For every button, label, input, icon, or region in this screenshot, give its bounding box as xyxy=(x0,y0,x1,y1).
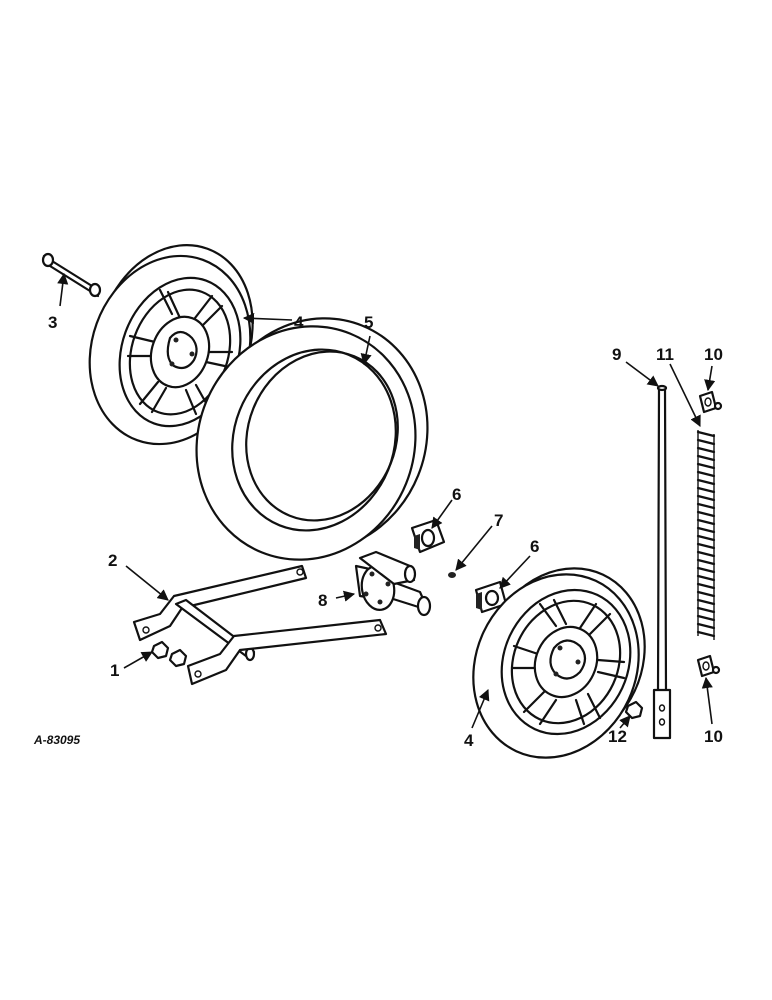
collar-lower-part xyxy=(696,654,721,678)
wheel-frame-part xyxy=(132,564,388,686)
callout-4-lower: 4 xyxy=(464,731,474,750)
nut-12-part xyxy=(624,700,644,720)
clamp-upper-part xyxy=(410,518,446,554)
callout-7: 7 xyxy=(494,511,503,530)
wheel-rim-lower-part xyxy=(472,567,646,759)
callout-5: 5 xyxy=(364,313,373,332)
callout-6-lower: 6 xyxy=(530,537,539,556)
callout-9: 9 xyxy=(612,345,621,364)
leader-lines xyxy=(57,272,716,729)
callout-4-upper: 4 xyxy=(294,313,304,332)
callout-10-lower: 10 xyxy=(704,727,723,746)
drawing-code: A-83095 xyxy=(33,733,80,747)
bolt-part xyxy=(448,572,456,578)
callout-3: 3 xyxy=(48,313,57,332)
callout-1: 1 xyxy=(110,661,119,680)
rod-part xyxy=(652,384,672,740)
spindle-hub-part xyxy=(354,550,432,617)
collar-upper-part xyxy=(698,390,723,414)
spring-part xyxy=(696,430,716,640)
callout-12: 12 xyxy=(608,727,627,746)
axle-pin-part xyxy=(41,252,102,298)
callout-8: 8 xyxy=(318,591,327,610)
callout-6-upper: 6 xyxy=(452,485,461,504)
nut-part xyxy=(150,640,188,668)
callout-11: 11 xyxy=(656,345,674,364)
callout-2: 2 xyxy=(108,551,117,570)
callout-10-upper: 10 xyxy=(704,345,723,364)
tire-part xyxy=(195,317,429,561)
